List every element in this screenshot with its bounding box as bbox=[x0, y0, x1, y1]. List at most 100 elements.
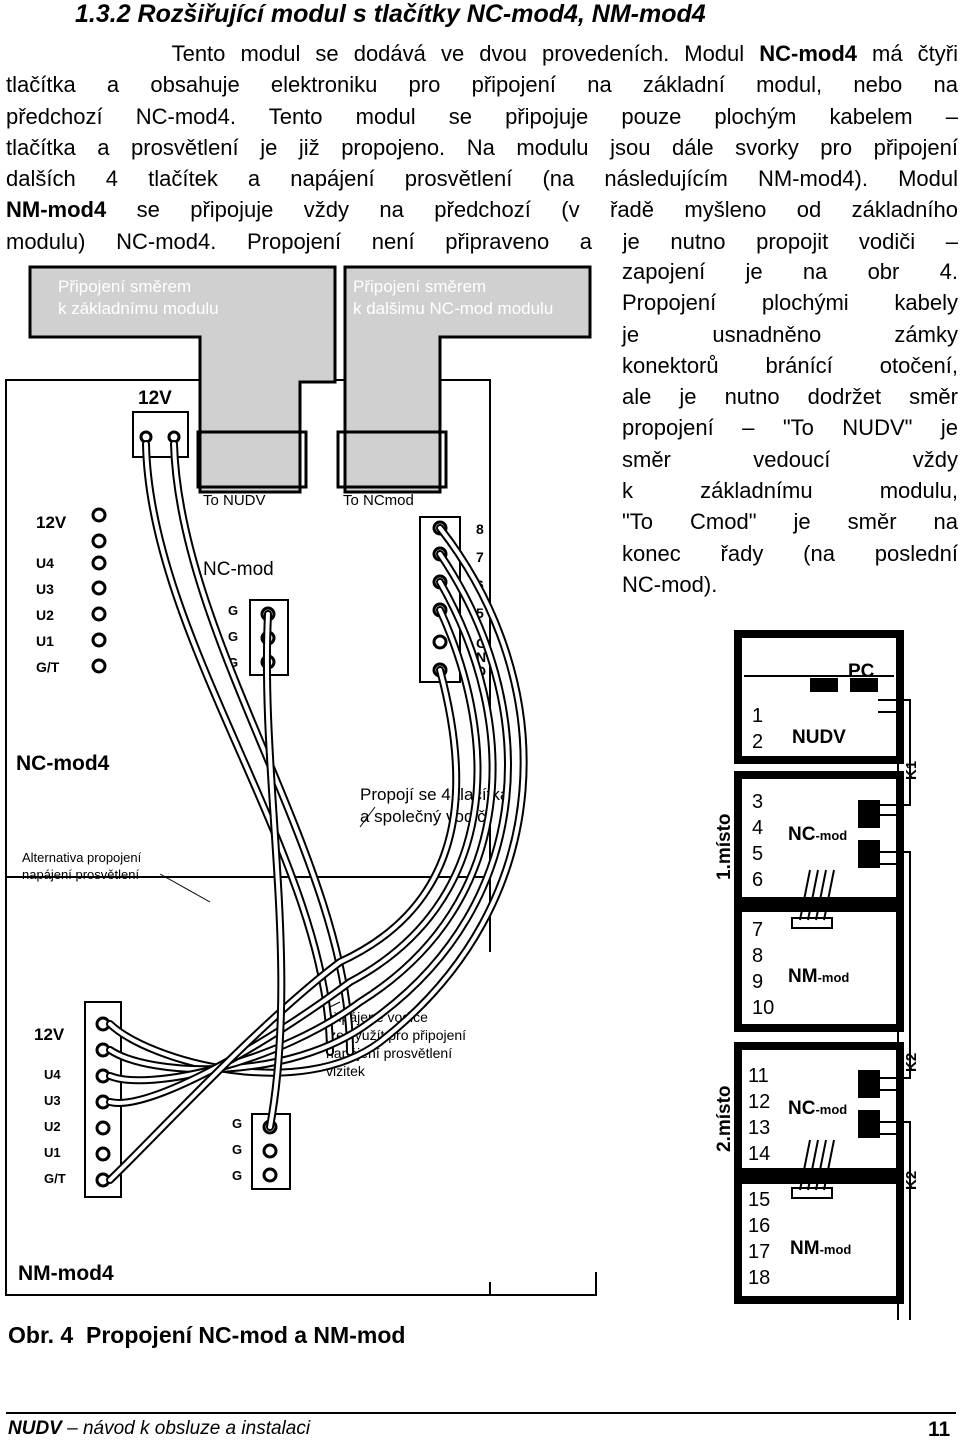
cable-label: Připojení směrem bbox=[353, 277, 486, 296]
svg-text:G: G bbox=[232, 1142, 242, 1157]
svg-text:NM-mod: NM-mod bbox=[788, 966, 849, 987]
wires bbox=[106, 440, 528, 1184]
side-line: je usnadněno zámky bbox=[622, 321, 958, 347]
svg-text:2: 2 bbox=[752, 731, 763, 753]
svg-text:NUDV: NUDV bbox=[792, 727, 846, 748]
svg-text:13: 13 bbox=[748, 1117, 770, 1139]
svg-text:5: 5 bbox=[476, 605, 484, 621]
side-line: směr vedoucí vždy bbox=[622, 446, 958, 472]
side-line: Propojení plochými kabely bbox=[622, 290, 958, 316]
ncmod-box-2 bbox=[734, 1042, 904, 1176]
side-line: konec řady (na poslední bbox=[622, 540, 958, 566]
cable-label: k základnímu modulu bbox=[58, 299, 219, 318]
svg-text:U2: U2 bbox=[36, 607, 54, 623]
wiring-diagram: Připojení směrem k základnímu modulu Při… bbox=[5, 265, 597, 1296]
flat-cable-left bbox=[28, 265, 337, 494]
svg-text:N: N bbox=[476, 649, 486, 665]
svg-text:7: 7 bbox=[476, 549, 484, 565]
svg-text:NC-mod: NC-mod bbox=[788, 824, 847, 845]
paragraph-line: předchozí NC-mod4. Tento modul se připoj… bbox=[6, 103, 958, 129]
ncmod-label: NC-mod bbox=[203, 559, 274, 580]
connector-to-nudv bbox=[196, 430, 308, 489]
side-line: propojení – "To NUDV" je bbox=[622, 415, 958, 441]
svg-text:7: 7 bbox=[752, 919, 763, 941]
svg-text:G: G bbox=[228, 655, 238, 670]
paragraph-line: tlačítka a obsahuje elektroniku pro přip… bbox=[6, 72, 958, 98]
side-paragraph: zapojení je na obr 4. Propojení plochými… bbox=[622, 256, 958, 600]
to-ncmod-label: To NCmod bbox=[343, 492, 414, 509]
section-heading: 1.3.2 Rozšiřující modul s tlačítky NC-mo… bbox=[75, 0, 706, 28]
svg-text:U1: U1 bbox=[44, 1145, 61, 1160]
svg-text:12: 12 bbox=[748, 1091, 770, 1113]
side-line: NC-mod). bbox=[622, 571, 718, 597]
to-nudv-label: To NUDV bbox=[203, 492, 266, 509]
svg-text:8: 8 bbox=[752, 945, 763, 967]
ncmod4-label: NC-mod4 bbox=[16, 752, 110, 775]
nmmod-box-2 bbox=[734, 1176, 904, 1304]
svg-text:U1: U1 bbox=[36, 633, 54, 649]
svg-text:18: 18 bbox=[748, 1267, 770, 1289]
intro-paragraph: Tento modul se dodává ve dvou provedeníc… bbox=[6, 38, 958, 257]
power-terminal bbox=[132, 411, 189, 458]
power-label: 12V bbox=[138, 388, 172, 409]
svg-text:G: G bbox=[228, 629, 238, 644]
side-line: konektorů bránící otočení, bbox=[622, 352, 958, 378]
svg-text:2.místo: 2.místo bbox=[714, 1085, 735, 1152]
svg-text:napájení prosvětlení: napájení prosvětlení bbox=[22, 867, 139, 882]
svg-text:G/T: G/T bbox=[44, 1171, 66, 1186]
svg-text:8: 8 bbox=[476, 521, 484, 537]
svg-text:11: 11 bbox=[748, 1065, 769, 1087]
svg-text:K2: K2 bbox=[903, 1171, 920, 1190]
svg-text:PC: PC bbox=[848, 661, 875, 682]
svg-text:6: 6 bbox=[752, 869, 763, 891]
svg-text:Alternativa propojení: Alternativa propojení bbox=[22, 850, 142, 865]
svg-text:12V: 12V bbox=[34, 1025, 65, 1044]
svg-text:G: G bbox=[228, 603, 238, 618]
svg-text:3: 3 bbox=[752, 791, 763, 813]
svg-text:12V: 12V bbox=[36, 513, 67, 532]
svg-text:16: 16 bbox=[748, 1215, 770, 1237]
paragraph-line: dalších 4 tlačítek a napájení prosvětlen… bbox=[6, 166, 958, 192]
terminal-block-left bbox=[91, 507, 107, 674]
page-number: 11 bbox=[928, 1418, 951, 1441]
ncmod-box-1 bbox=[734, 771, 904, 905]
side-line: zapojení je na obr 4. bbox=[622, 259, 958, 284]
svg-text:K2: K2 bbox=[903, 1053, 920, 1072]
svg-text:14: 14 bbox=[748, 1143, 770, 1165]
side-line: k základnímu modulu, bbox=[622, 478, 958, 504]
svg-text:a společný vodič: a společný vodič bbox=[360, 807, 486, 826]
svg-text:U3: U3 bbox=[36, 581, 54, 597]
flat-cable-right bbox=[343, 265, 592, 494]
flat-cables bbox=[878, 699, 911, 1320]
nudv-box bbox=[734, 630, 904, 764]
svg-text:5: 5 bbox=[752, 843, 763, 865]
svg-text:U3: U3 bbox=[44, 1093, 61, 1108]
paragraph-line: tlačítka a prosvětlení je již propojeno.… bbox=[6, 134, 958, 160]
paragraph-line: NM-mod4 se připojuje vždy na předchozí (… bbox=[6, 197, 958, 223]
cable-label: Připojení směrem bbox=[58, 277, 191, 296]
svg-text:U4: U4 bbox=[44, 1067, 61, 1082]
svg-text:15: 15 bbox=[748, 1189, 770, 1211]
paragraph-line: modulu) NC-mod4. Propojení není připrave… bbox=[6, 228, 958, 254]
nmmod4-label: NM-mod4 bbox=[18, 1262, 114, 1285]
connector-to-ncmod bbox=[336, 430, 448, 489]
svg-text:9: 9 bbox=[752, 971, 763, 993]
wire-bundle bbox=[799, 869, 835, 1191]
svg-text:1: 1 bbox=[752, 705, 763, 727]
svg-text:U4: U4 bbox=[36, 555, 54, 571]
footer-title: NUDV – návod k obsluze a instalaci bbox=[8, 1418, 311, 1439]
svg-text:4: 4 bbox=[752, 817, 763, 839]
footer-rule bbox=[6, 1412, 956, 1414]
svg-text:K1: K1 bbox=[903, 761, 920, 780]
paragraph-line: Tento modul se dodává ve dvou provedeníc… bbox=[6, 41, 958, 66]
svg-text:17: 17 bbox=[748, 1241, 770, 1263]
svg-text:10: 10 bbox=[752, 997, 774, 1019]
svg-text:NM-mod: NM-mod bbox=[790, 1238, 851, 1259]
svg-text:G/T: G/T bbox=[36, 659, 60, 675]
figure-caption: Obr. 4 Propojení NC-mod a NM-mod bbox=[8, 1322, 406, 1348]
svg-text:G: G bbox=[232, 1168, 242, 1183]
svg-text:1.místo: 1.místo bbox=[714, 813, 735, 880]
svg-text:U2: U2 bbox=[44, 1119, 61, 1134]
cable-label: k dalšimu NC-mod modulu bbox=[353, 299, 553, 318]
side-line: "To Cmod" je směr na bbox=[622, 509, 958, 535]
